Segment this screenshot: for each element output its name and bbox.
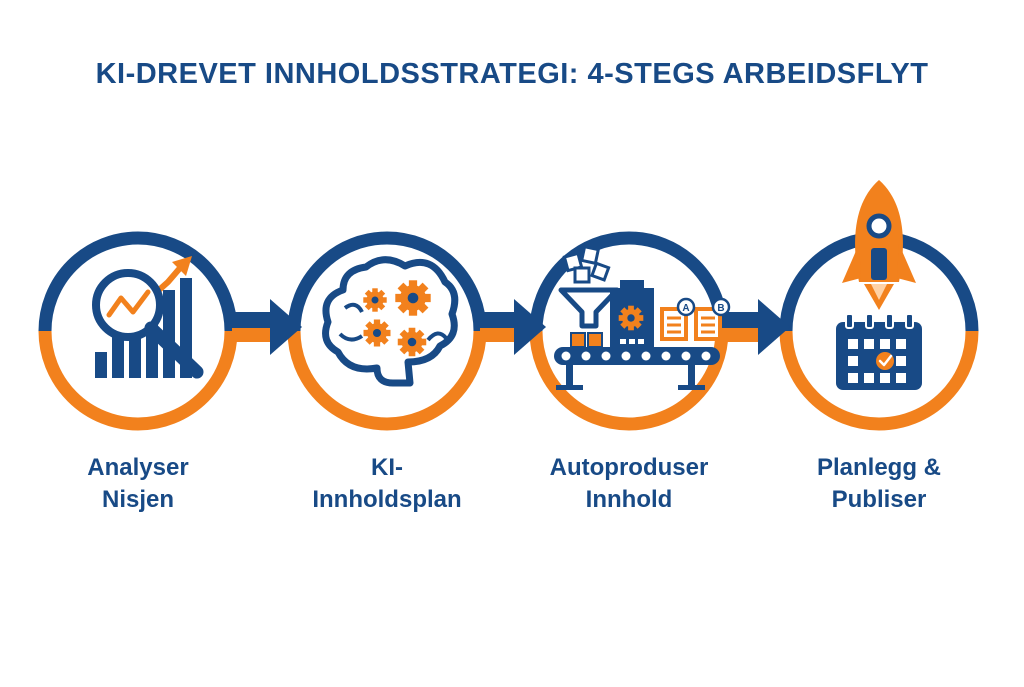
step-2-label-line2: Innholdsplan — [312, 486, 462, 513]
arrow-2-to-3 — [480, 299, 546, 355]
step-4-label-line1: Planlegg & — [816, 454, 942, 481]
rocket-calendar-icon — [836, 180, 922, 390]
step-4-label: Planlegg & Publiser — [769, 452, 989, 516]
step-3-label: Autoproduser Innhold — [519, 452, 739, 516]
step-2-label: KI- Innholdsplan — [277, 452, 497, 516]
step-3-ring — [529, 231, 729, 431]
step-3-label-line2: Innhold — [585, 486, 673, 513]
step-2-label-line1: KI- — [371, 454, 403, 481]
step-1-label-line1: Analyser — [87, 454, 189, 481]
step-1-label: Analyser Nisjen — [28, 452, 248, 516]
page-title: KI-DREVET INNHOLDSSTRATEGI: 4-STEGS ARBE… — [95, 58, 929, 90]
step-1-ring — [38, 231, 238, 431]
badge-a: A — [682, 303, 689, 314]
step-4-label-line2: Publiser — [831, 486, 927, 513]
badge-b: B — [717, 303, 724, 314]
arrow-1-to-2 — [232, 299, 302, 355]
step-3-label-line1: Autoproduser — [549, 454, 709, 481]
factory-conveyor-icon: A B — [554, 244, 731, 390]
step-1-label-line2: Nisjen — [101, 486, 175, 513]
magnifier-chart-icon — [92, 256, 204, 379]
brain-gears-icon — [322, 256, 459, 387]
step-2-ring — [287, 231, 487, 431]
arrow-3-to-4 — [722, 299, 790, 355]
